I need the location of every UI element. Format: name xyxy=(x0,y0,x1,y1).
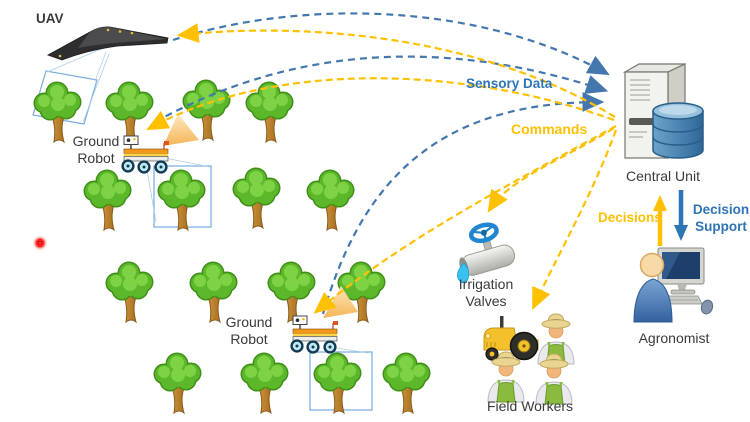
commands-arrow-valves xyxy=(487,127,615,213)
central-unit-label: Central Unit xyxy=(626,168,700,184)
robot1-view-cone xyxy=(163,114,199,146)
server-database-icon xyxy=(622,63,704,160)
sensory-data-label: Sensory Data xyxy=(466,76,553,91)
uav-label: UAV xyxy=(36,11,64,26)
ground-robot-2-label: Ground Robot xyxy=(225,314,273,347)
commands-arrow-robot2 xyxy=(313,125,617,314)
ground-robot-1-icon xyxy=(121,134,171,174)
person-computer-icon xyxy=(633,247,714,323)
sensory-data-arrow-robot2 xyxy=(321,92,605,315)
water-valve-icon xyxy=(457,222,516,284)
tractor-icon xyxy=(483,316,539,361)
orchard-trees xyxy=(33,79,431,414)
commands-arrow-workers xyxy=(532,129,618,310)
red-dot-marker xyxy=(32,235,48,251)
commands-arrow-uav xyxy=(176,23,616,118)
decision-support-label: Decision Support xyxy=(692,202,750,234)
commands-label: Commands xyxy=(511,121,588,137)
sensory-data-arrow-robot1 xyxy=(154,55,609,123)
field-workers-label: Field Workers xyxy=(486,398,574,414)
sensory-data-arrows xyxy=(154,12,610,315)
sensory-data-arrow-uav xyxy=(172,12,610,76)
agronomist-label: Agronomist xyxy=(638,330,710,346)
commands-arrow-robot1 xyxy=(146,77,615,131)
commands-arrows xyxy=(146,23,618,314)
farmers-tractor-icon xyxy=(483,312,576,406)
uav-drone-icon xyxy=(47,26,169,61)
ground-robot-1-label: Ground Robot xyxy=(72,133,120,166)
ground-robot-2-icon xyxy=(290,314,340,354)
decisions-label: Decisions xyxy=(598,210,662,225)
irrigation-valves-label: Irrigation Valves xyxy=(458,276,514,309)
